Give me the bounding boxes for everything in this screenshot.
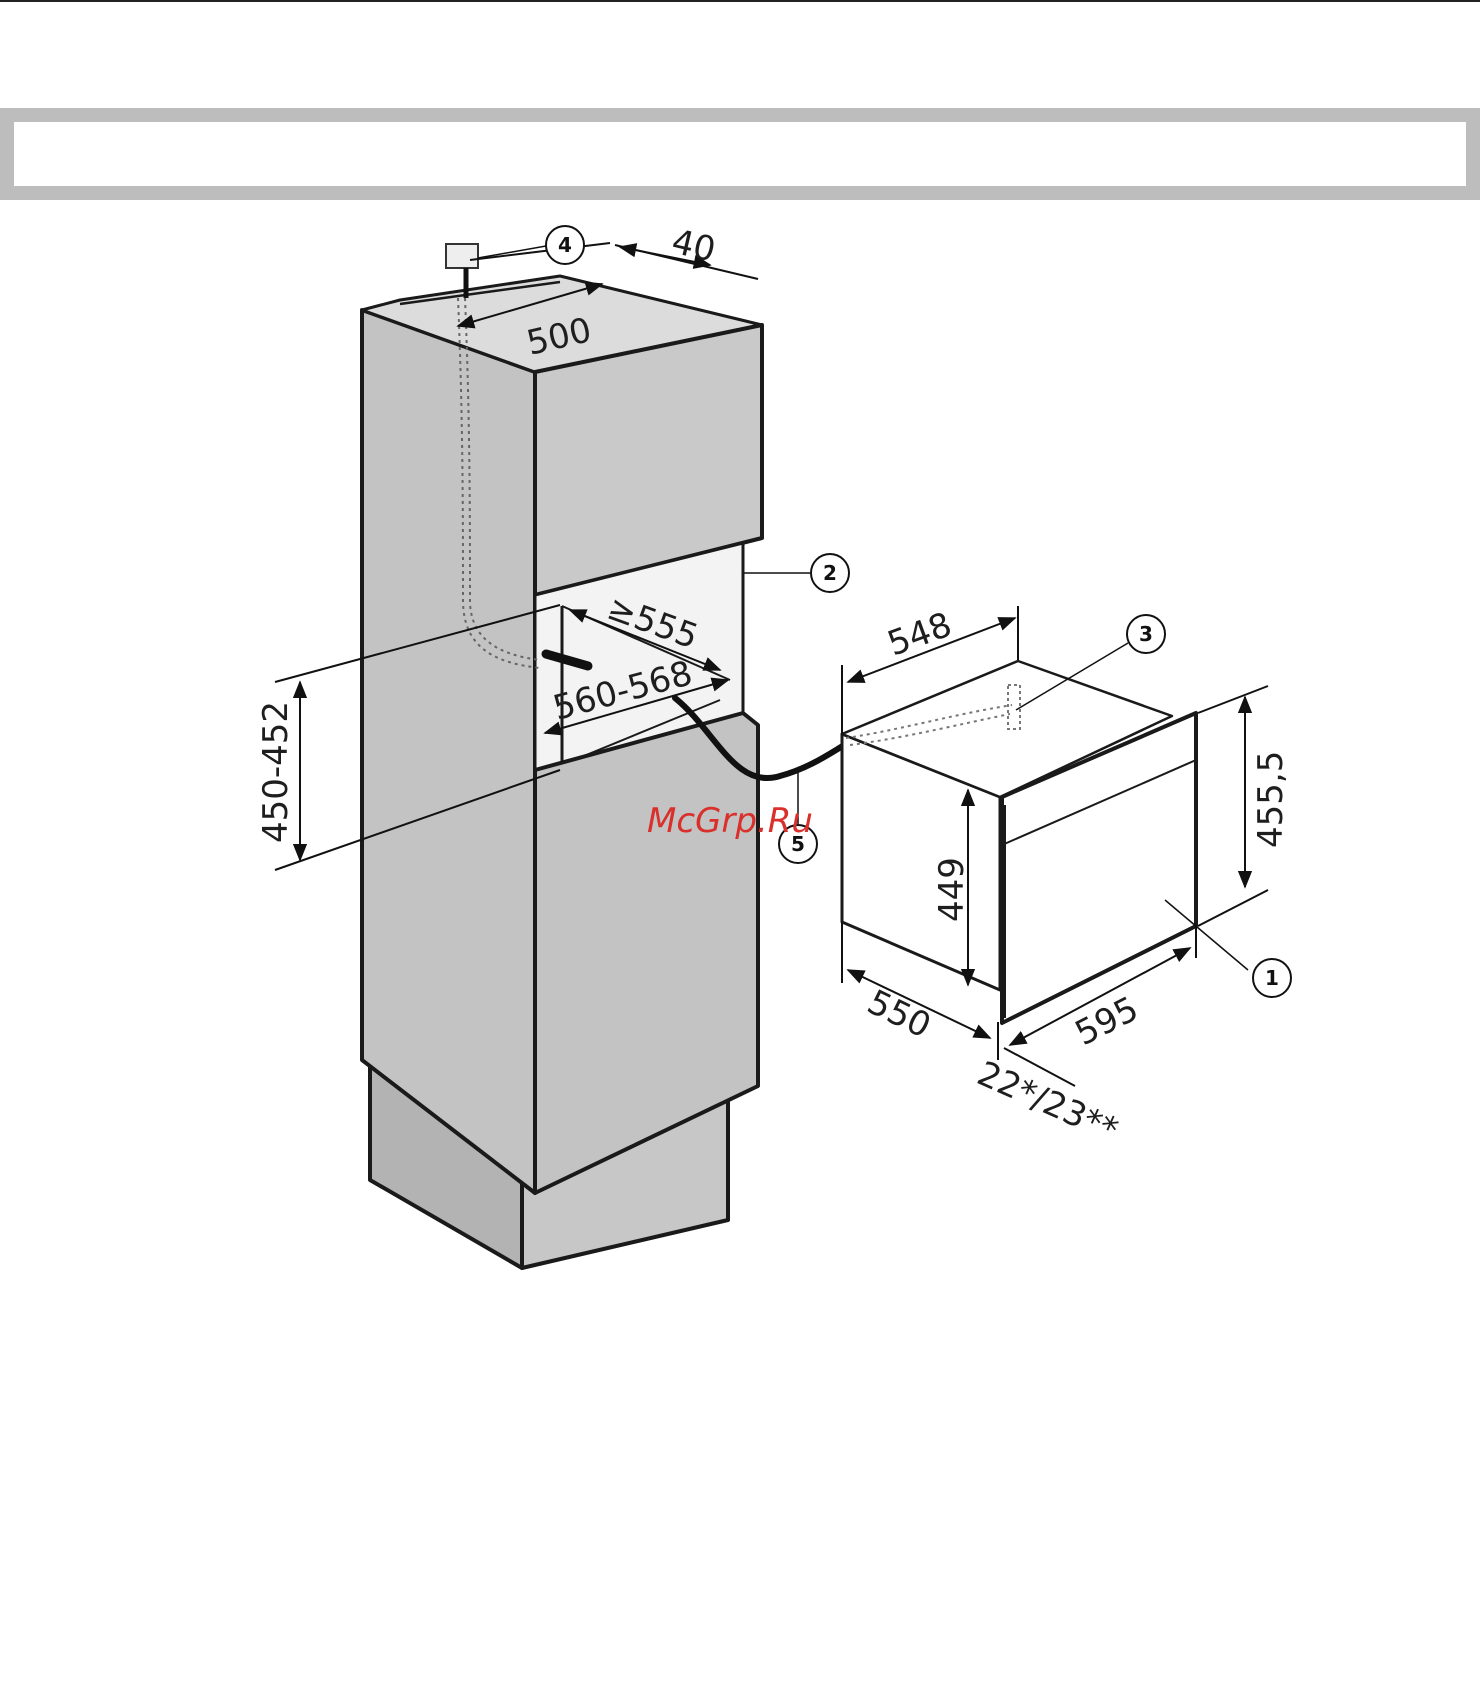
- dim-appliance-depth-top: 548: [882, 605, 957, 665]
- dim-front-thickness: 22*/23**: [971, 1054, 1123, 1151]
- dim-top-depth: 40: [668, 222, 719, 271]
- dim-appliance-depth-bottom: 550: [861, 982, 937, 1046]
- svg-text:1: 1: [1265, 966, 1279, 990]
- dim-appliance-height-front: 455,5: [1251, 751, 1291, 848]
- dim-niche-height: 450-452: [256, 701, 296, 843]
- svg-text:3: 3: [1139, 622, 1153, 646]
- callout-3: 3: [1127, 615, 1165, 653]
- dim-appliance-height-body: 449: [932, 857, 972, 922]
- dim-appliance-width: 595: [1069, 989, 1145, 1054]
- callout-2: 2: [811, 554, 849, 592]
- tall-cabinet: [362, 276, 762, 1268]
- callout-4: 4: [546, 226, 584, 264]
- callout-1: 1: [1253, 959, 1291, 997]
- svg-text:2: 2: [823, 561, 837, 585]
- svg-text:4: 4: [558, 233, 572, 257]
- watermark: McGrp.Ru: [647, 801, 813, 841]
- cabinet-side-panel: [362, 310, 535, 1193]
